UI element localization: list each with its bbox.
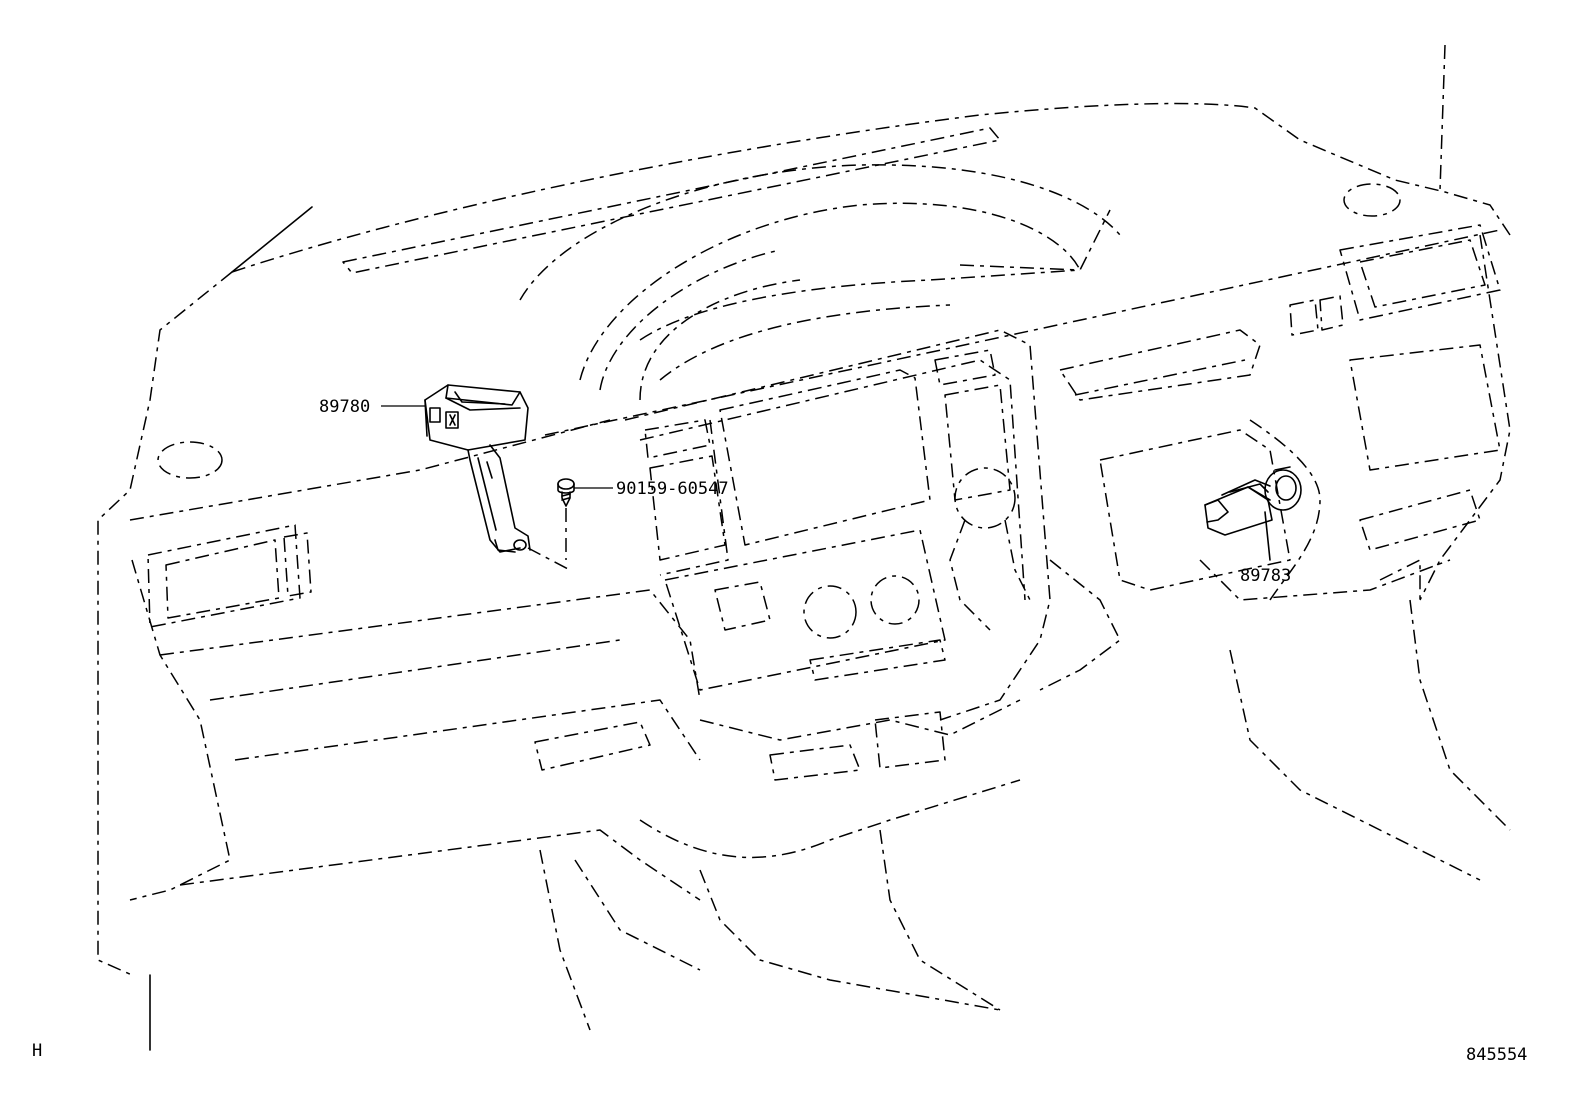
- illustration-number: 845554: [1466, 1045, 1528, 1065]
- callout-89783: 89783: [1240, 566, 1291, 586]
- section-code: H: [32, 1041, 43, 1061]
- screw-part: [527, 478, 575, 571]
- callout-89780: 89780: [319, 397, 370, 417]
- leader-lines: [381, 405, 613, 489]
- dashboard-phantom-outline: [97, 44, 1511, 1051]
- relay-block-part: [424, 384, 531, 553]
- callout-90159-60547: 90159-60547: [616, 479, 729, 499]
- key-switch-part: [1204, 466, 1302, 561]
